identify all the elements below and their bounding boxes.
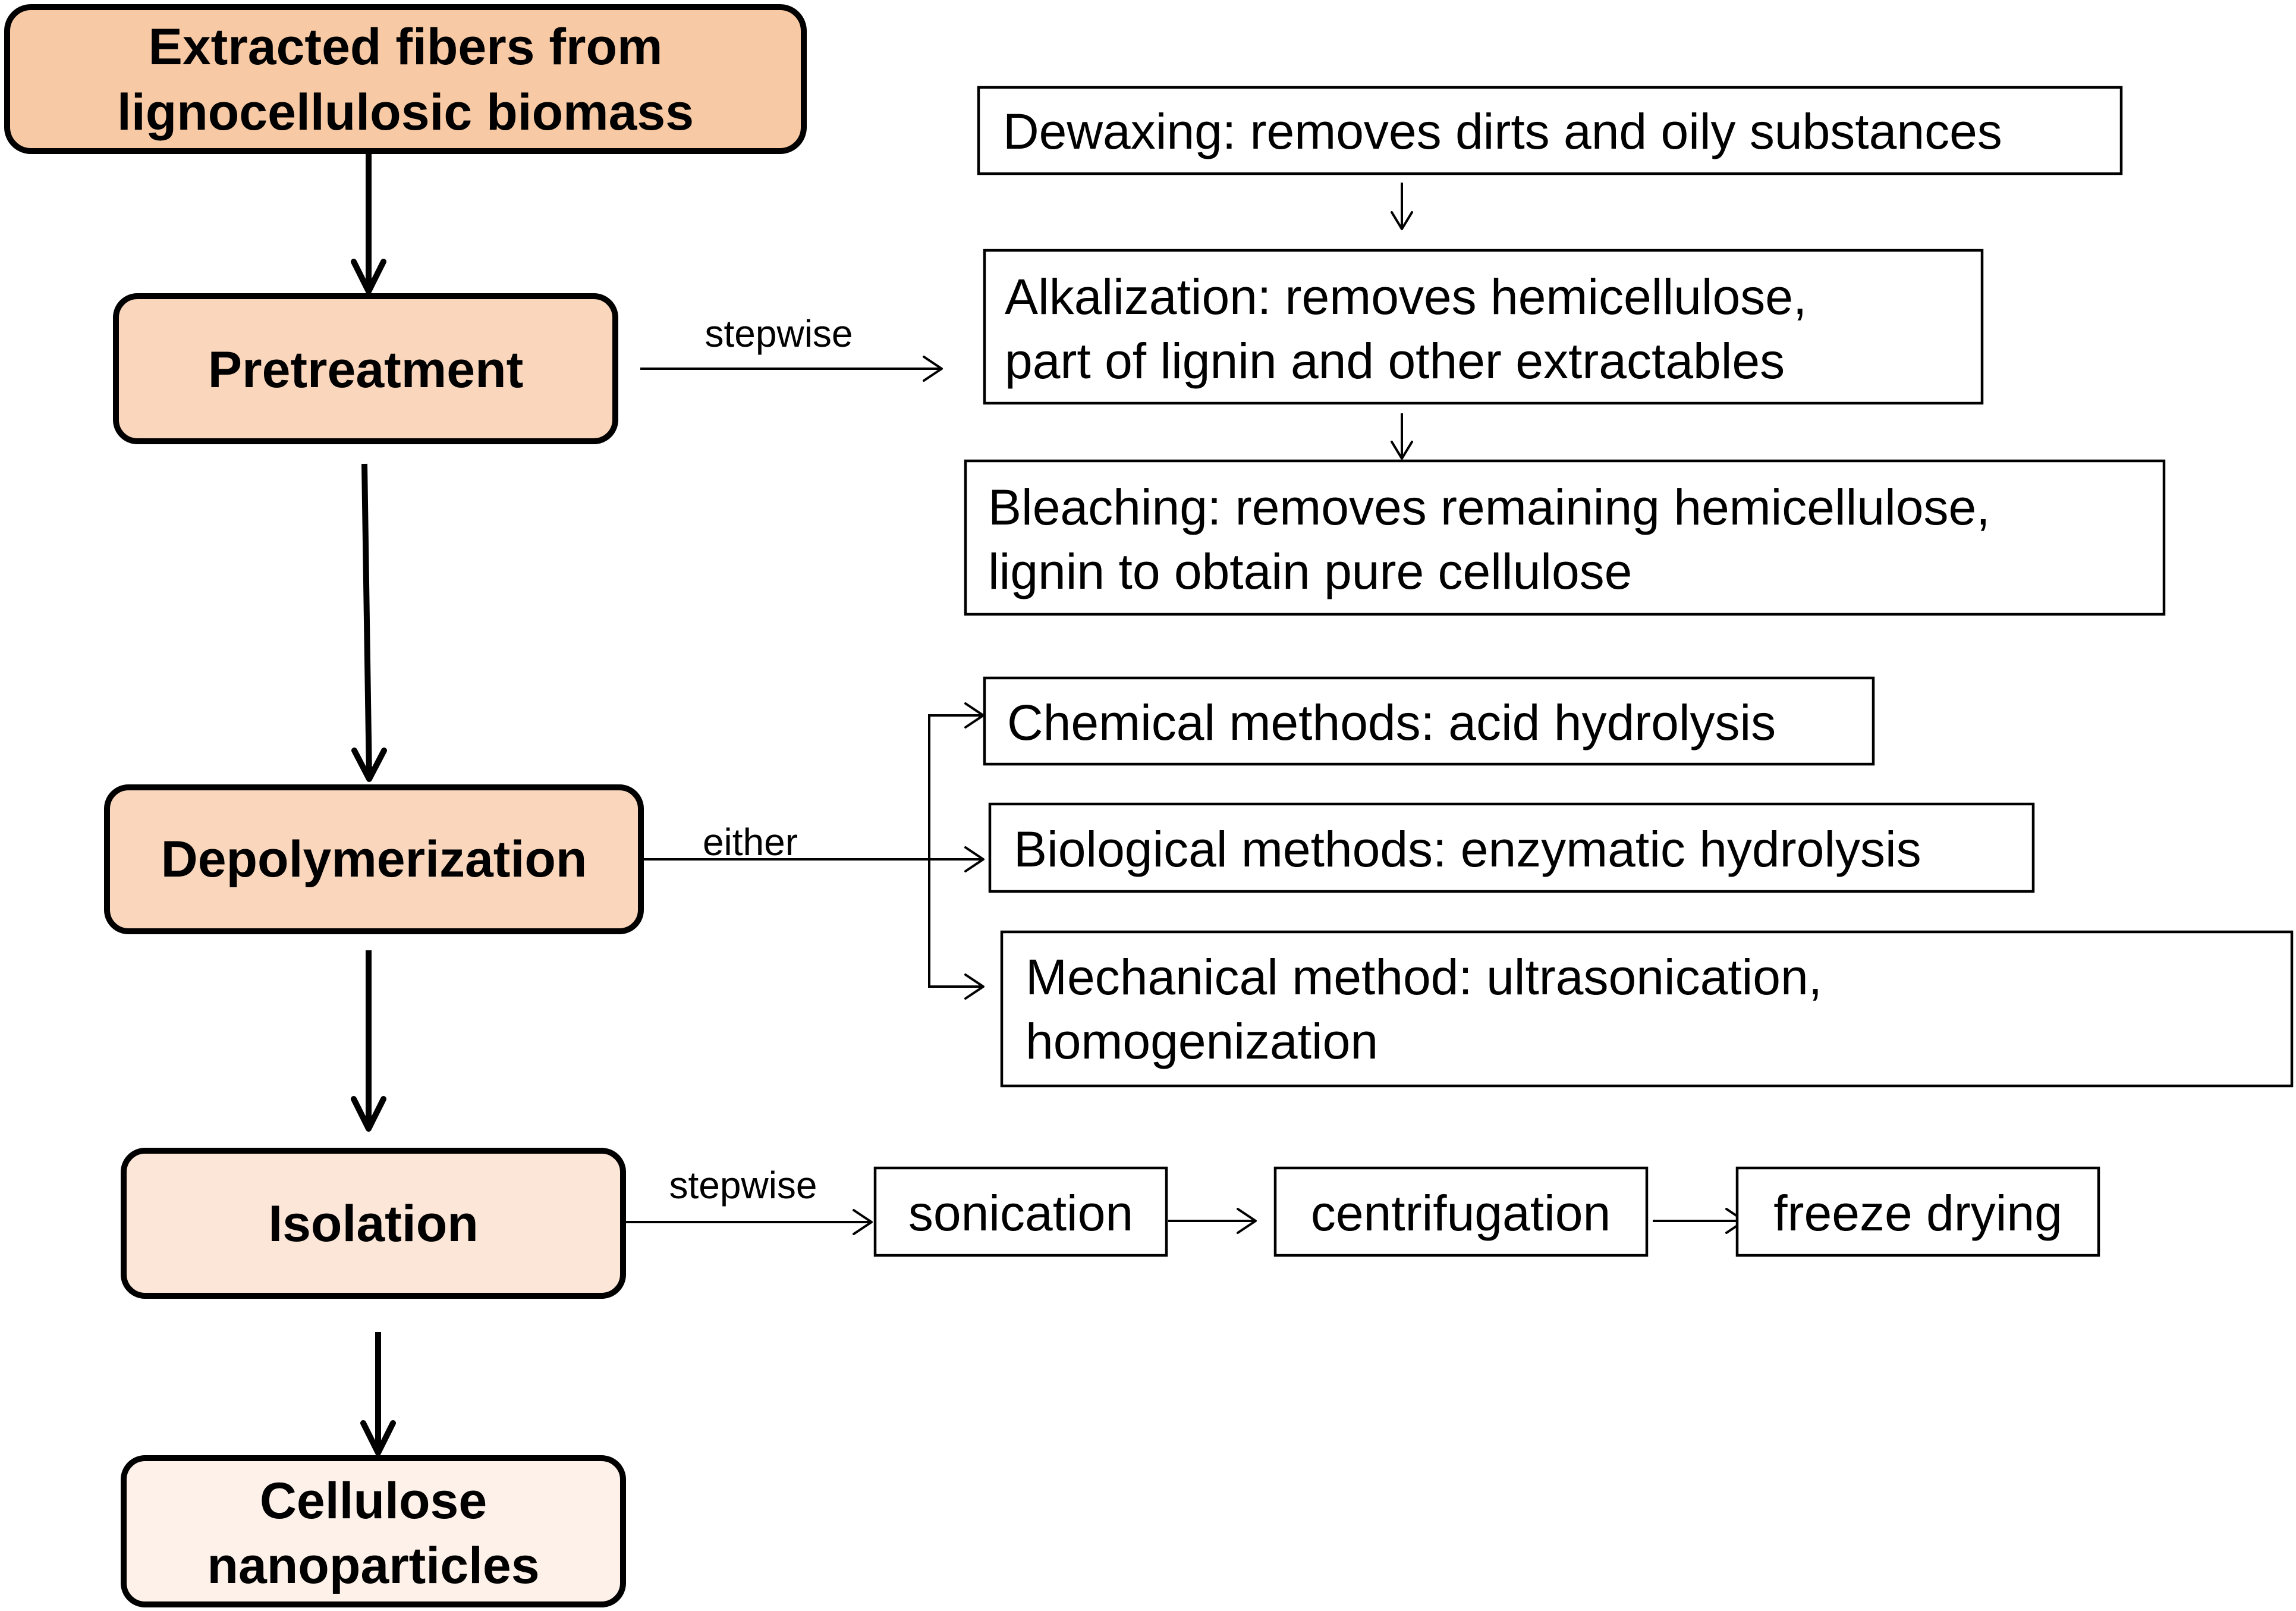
arrow-pretreatment-to-steps: [640, 356, 943, 382]
step-alkalization-text-line2: part of lignin and other extractables: [1005, 333, 1785, 389]
arrow-sonication-to-centrifugation: [1168, 1208, 1257, 1234]
arrow-pretreatment-to-depolymerization: [351, 463, 387, 782]
method-mechanical-text-line2: homogenization: [1026, 1013, 1378, 1069]
isolation-edge-label: stepwise: [669, 1164, 817, 1207]
pretreatment-edge-label: stepwise: [705, 312, 853, 355]
method-chemical-text: Chemical methods: acid hydrolysis: [1007, 695, 1776, 750]
stage-source-label-line1: Extracted fibers from: [148, 18, 662, 76]
stage-source: Extracted fibers from lignocellulosic bi…: [4, 4, 807, 154]
arrow-centrifugation-to-freeze-drying: [1653, 1208, 1745, 1234]
arrow-to-chemical-method: [928, 702, 985, 728]
stage-pretreatment-label: Pretreatment: [208, 341, 524, 398]
isolation-step-freeze-drying: freeze drying: [1735, 1166, 2100, 1257]
step-alkalization-box: [983, 249, 1984, 405]
method-chemical-box: [983, 676, 1875, 766]
step-dewaxing: Dewaxing: removes dirts and oily substan…: [977, 86, 2123, 175]
stage-product-box: [121, 1455, 626, 1607]
connector-depolymerization-methods: [642, 715, 930, 987]
isolation-step-sonication: sonication: [873, 1166, 1168, 1257]
arrow-alkalization-to-bleaching: [1391, 413, 1413, 460]
stage-depolymerization-box: [104, 784, 644, 934]
method-mechanical-text-line1: Mechanical method: ultrasonication,: [1026, 949, 1822, 1005]
isolation-step-freeze-drying-text: freeze drying: [1773, 1185, 2062, 1241]
arrow-to-biological-method: [929, 846, 985, 872]
stage-depolymerization: Depolymerization: [104, 784, 644, 934]
method-biological-text: Biological methods: enzymatic hydrolysis: [1014, 821, 1921, 877]
stage-source-box: [4, 4, 807, 154]
arrow-isolation-to-sonication: [625, 1209, 873, 1235]
isolation-step-centrifugation-box: [1273, 1166, 1649, 1257]
step-alkalization-text-line1: Alkalization: removes hemicellulose,: [1005, 269, 1807, 325]
step-bleaching-text-line1: Bleaching: removes remaining hemicellulo…: [988, 479, 1990, 535]
method-biological: Biological methods: enzymatic hydrolysis: [988, 802, 2035, 893]
stage-product-label-line1: Cellulose: [260, 1472, 487, 1530]
arrow-dewaxing-to-alkalization: [1391, 183, 1413, 230]
step-dewaxing-box: [977, 86, 2123, 175]
step-alkalization: Alkalization: removes hemicellulose, par…: [983, 249, 1984, 405]
stage-pretreatment: Pretreatment: [113, 293, 618, 444]
isolation-step-centrifugation: centrifugation: [1273, 1166, 1649, 1257]
stage-product: Cellulose nanoparticles: [121, 1455, 626, 1607]
method-mechanical-box: [1000, 930, 2294, 1088]
stage-source-label-line2: lignocellulosic biomass: [117, 84, 694, 141]
method-mechanical: Mechanical method: ultrasonication, homo…: [1000, 930, 2294, 1088]
stage-product-label-line2: nanoparticles: [207, 1537, 539, 1594]
method-chemical: Chemical methods: acid hydrolysis: [983, 676, 1875, 766]
isolation-step-centrifugation-text: centrifugation: [1311, 1185, 1611, 1241]
stage-isolation-box: [121, 1148, 626, 1299]
stage-isolation-label: Isolation: [268, 1195, 479, 1252]
depolymerization-edge-label: either: [703, 821, 798, 863]
step-bleaching-text-line2: lignin to obtain pure cellulose: [988, 544, 1632, 599]
stage-isolation: Isolation: [121, 1148, 626, 1299]
arrow-source-to-pretreatment: [351, 153, 386, 294]
arrow-depolymerization-to-isolation: [351, 950, 386, 1132]
stage-pretreatment-box: [113, 293, 618, 444]
stage-depolymerization-label: Depolymerization: [161, 831, 587, 888]
arrow-isolation-to-product: [360, 1332, 396, 1456]
step-dewaxing-text: Dewaxing: removes dirts and oily substan…: [1003, 103, 2002, 159]
arrow-to-mechanical-method: [928, 973, 985, 1000]
method-biological-box: [988, 802, 2035, 893]
isolation-step-freeze-drying-box: [1735, 1166, 2100, 1257]
isolation-step-sonication-box: [873, 1166, 1168, 1257]
step-bleaching-box: [964, 459, 2166, 616]
step-bleaching: Bleaching: removes remaining hemicellulo…: [964, 459, 2166, 616]
isolation-step-sonication-text: sonication: [908, 1185, 1133, 1241]
